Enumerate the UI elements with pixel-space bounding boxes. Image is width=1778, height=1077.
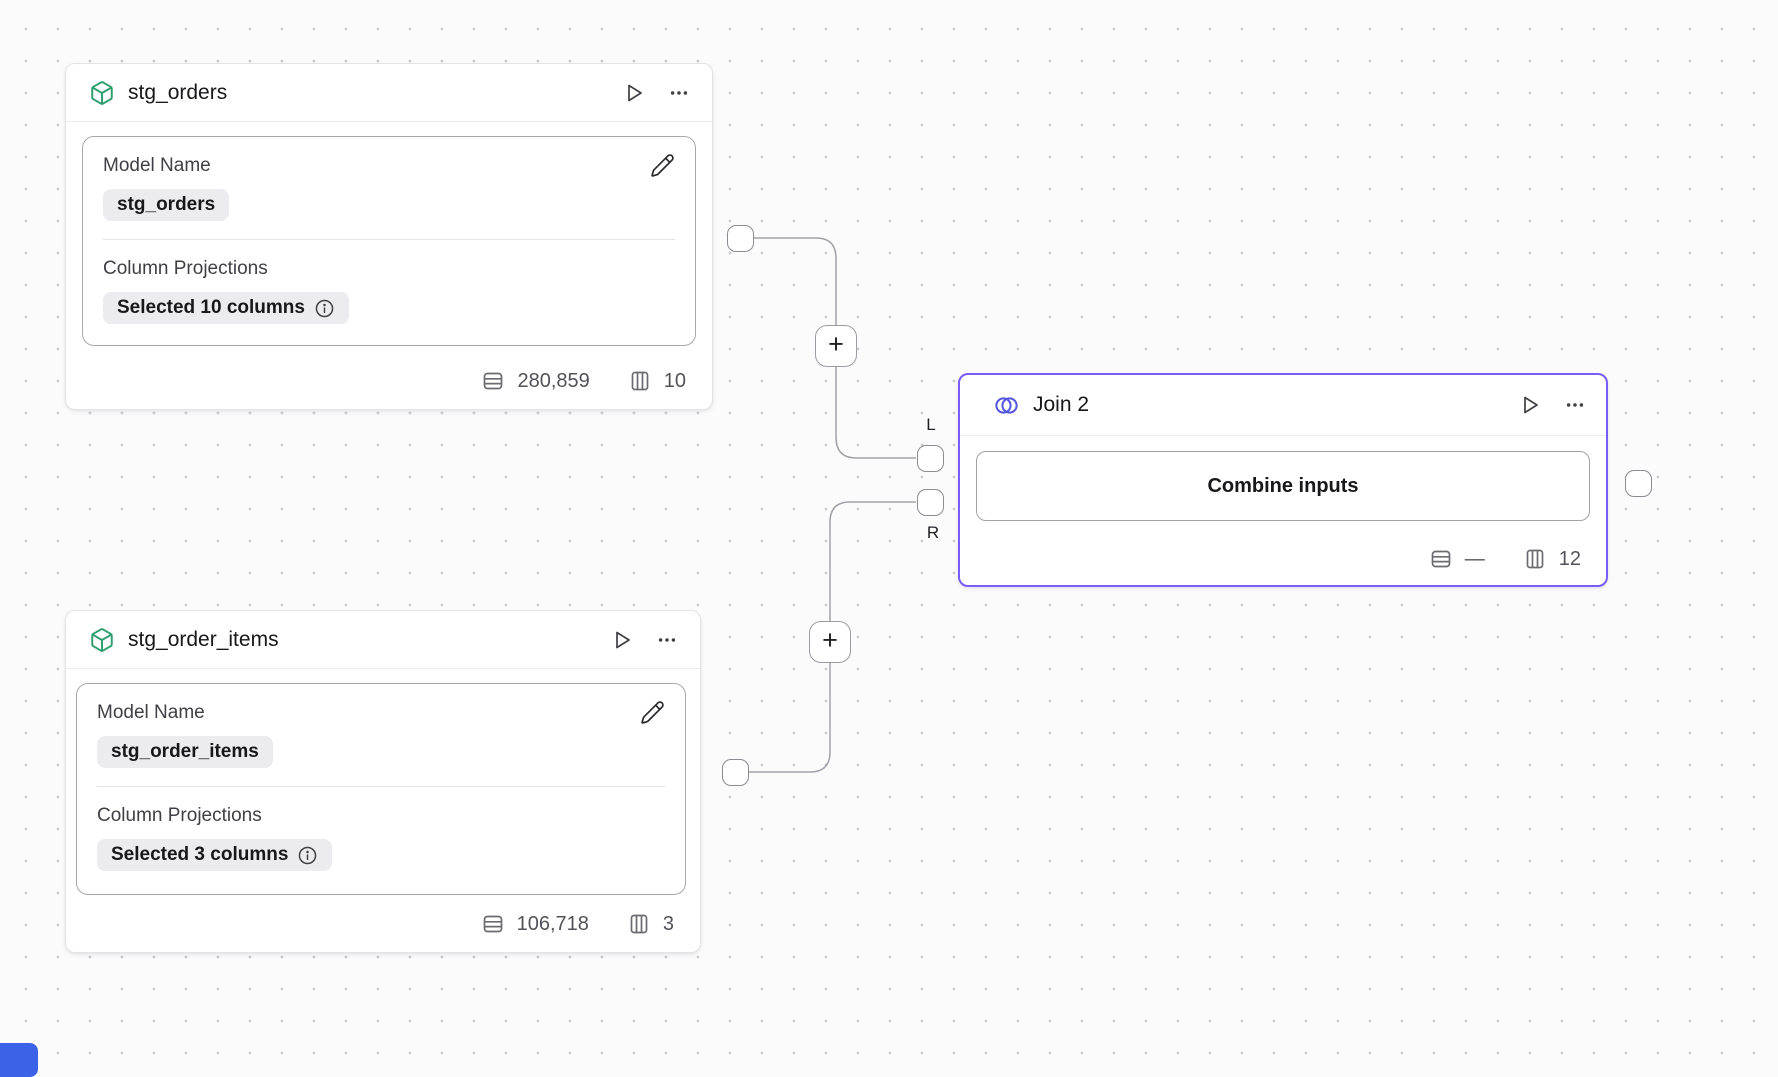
node-title: stg_orders (128, 80, 228, 104)
row-count: 280,859 (517, 369, 590, 392)
node-title: Join 2 (1033, 393, 1090, 416)
row-count: — (1464, 547, 1485, 570)
edit-model-name-button[interactable] (650, 153, 675, 178)
pencil-icon (641, 701, 664, 724)
row-count: 106,718 (516, 912, 589, 935)
node-header: stg_orders (66, 64, 712, 122)
node-menu-button[interactable] (656, 629, 678, 651)
node-menu-button[interactable] (1564, 394, 1586, 416)
run-node-button[interactable] (610, 628, 634, 652)
node-stg-orders[interactable]: stg_orders Model Name stg_orders Column … (65, 63, 713, 410)
column-projections-label: Column Projections (103, 258, 268, 279)
node-join-2[interactable]: Join 2 Combine inputs — 12 (958, 373, 1608, 587)
column-count-icon (628, 369, 652, 393)
join-right-port-label: R (926, 523, 940, 542)
pencil-icon (651, 154, 674, 177)
run-node-button[interactable] (622, 81, 646, 105)
column-count: 10 (663, 369, 686, 392)
node-stats: 106,718 3 (481, 912, 674, 936)
column-count: 12 (1558, 547, 1581, 570)
node-stats: — 12 (1429, 547, 1581, 571)
node-header: stg_order_items (66, 611, 700, 669)
column-projections-value: Selected 10 columns (117, 297, 305, 318)
column-projections-chip[interactable]: Selected 3 columns (97, 839, 333, 871)
divider (97, 786, 665, 787)
combine-inputs-button[interactable]: Combine inputs (976, 451, 1590, 521)
play-icon (1524, 396, 1538, 414)
node-header: Join 2 (960, 375, 1606, 436)
add-step-button-top-wire[interactable]: + (815, 325, 857, 367)
play-icon (616, 631, 630, 648)
model-name-value: stg_order_items (111, 741, 259, 762)
model-name-label: Model Name (103, 155, 211, 176)
model-name-chip[interactable]: stg_order_items (97, 736, 273, 768)
info-icon (299, 846, 317, 864)
ellipsis-icon (658, 637, 676, 642)
row-count-icon (481, 369, 505, 393)
row-count-icon (1429, 547, 1453, 571)
ellipsis-icon (670, 90, 688, 95)
column-count-icon (1523, 547, 1547, 571)
node-stg-order-items[interactable]: stg_order_items Model Name stg_order_ite… (65, 610, 701, 953)
info-icon (315, 299, 334, 317)
divider (103, 239, 675, 240)
column-projections-chip[interactable]: Selected 10 columns (103, 292, 349, 324)
join-input-port-right[interactable] (917, 489, 944, 516)
add-step-button-bottom-wire[interactable]: + (809, 621, 851, 663)
join-left-port-label: L (926, 415, 936, 434)
model-box-icon (89, 80, 115, 106)
column-count: 3 (662, 912, 674, 935)
model-name-value: stg_orders (117, 194, 216, 215)
node-config-card: Model Name stg_orders Column Projections… (82, 136, 696, 346)
column-projections-label: Column Projections (97, 805, 262, 826)
node-menu-button[interactable] (668, 82, 690, 104)
column-projections-value: Selected 3 columns (111, 844, 289, 865)
node-title: stg_order_items (128, 627, 279, 651)
join-venn-icon (993, 392, 1020, 419)
play-icon (628, 84, 642, 101)
node-config-card: Model Name stg_order_items Column Projec… (76, 683, 686, 895)
ellipsis-icon (1566, 403, 1584, 407)
output-port-stg-order-items[interactable] (722, 759, 749, 786)
model-name-label: Model Name (97, 702, 205, 723)
model-name-chip[interactable]: stg_orders (103, 189, 230, 221)
model-box-icon (89, 627, 115, 653)
node-stats: 280,859 10 (481, 369, 686, 393)
corner-widget[interactable] (0, 1043, 38, 1077)
run-node-button[interactable] (1518, 393, 1542, 417)
output-port-stg-orders[interactable] (727, 225, 754, 252)
row-count-icon (481, 912, 505, 936)
column-count-icon (627, 912, 651, 936)
join-input-port-left[interactable] (917, 445, 944, 472)
edit-model-name-button[interactable] (640, 700, 665, 725)
join-output-port[interactable] (1625, 470, 1652, 497)
